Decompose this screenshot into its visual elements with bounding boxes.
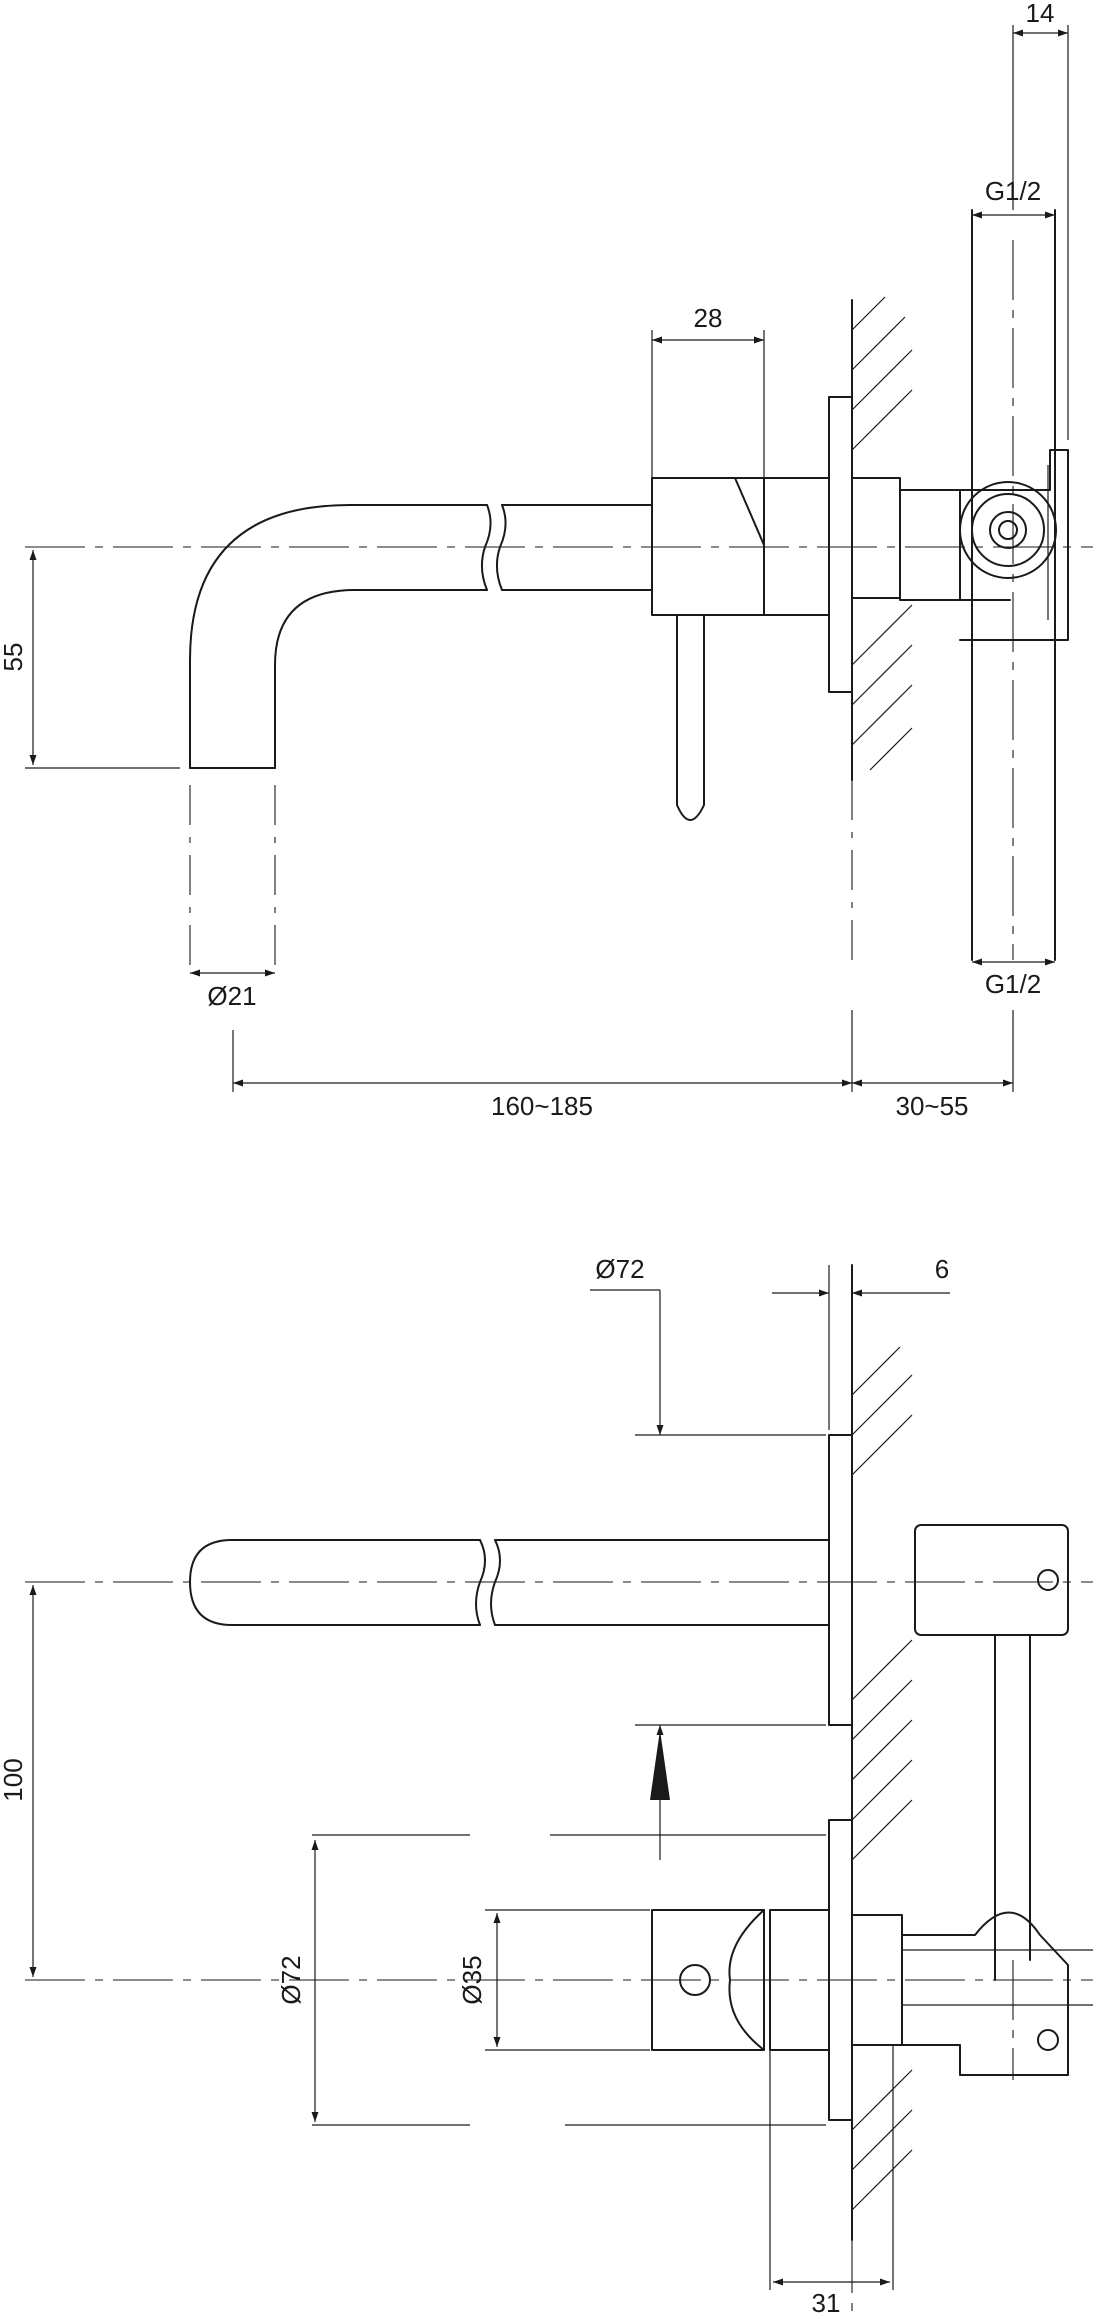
top-view: 14 G1/2 G1/2 28 55 Ø21 <box>0 0 1093 1121</box>
dim-g12-top-label: G1/2 <box>985 176 1041 206</box>
dim-d72-top: Ø72 <box>590 1254 826 1860</box>
cover-plate-bottom <box>828 1434 853 2121</box>
dim-55-label: 55 <box>0 643 28 672</box>
spout-top <box>189 504 653 965</box>
dim-28: 28 <box>651 303 765 478</box>
dim-100-label: 100 <box>0 1758 28 1801</box>
dim-g12-bottom: G1/2 <box>972 958 1055 999</box>
dim-160-185-label: 160~185 <box>491 1091 593 1121</box>
dim-d72-side-label: Ø72 <box>276 1955 306 2004</box>
dim-14-label: 14 <box>1026 0 1055 28</box>
dim-31-label: 31 <box>812 2288 841 2314</box>
dim-d35: Ø35 <box>457 1909 650 2051</box>
dim-d35-label: Ø35 <box>457 1955 487 2004</box>
mixer-body-top <box>651 396 901 821</box>
lower-mixer-bottom <box>651 1909 1093 2076</box>
upper-fitting-bottom <box>914 1524 1069 1981</box>
dim-d72-side: Ø72 <box>276 1834 826 2126</box>
dim-6-label: 6 <box>935 1254 949 1284</box>
dim-14: 14 <box>1012 0 1069 440</box>
dim-31: 31 <box>769 2045 894 2314</box>
dim-6: 6 <box>772 1254 950 1430</box>
dim-160-185: 160~185 <box>232 1010 1014 1121</box>
supply-pipes-top <box>971 209 1056 961</box>
dim-d21: Ø21 <box>190 969 275 1011</box>
dim-g12-top: G1/2 <box>972 176 1055 219</box>
dim-30-55-label: 30~55 <box>895 1091 968 1121</box>
dim-100: 100 <box>0 1585 37 1977</box>
dim-28-label: 28 <box>694 303 723 333</box>
wall-bottom <box>851 1264 913 2241</box>
dim-g12-bottom-label: G1/2 <box>985 969 1041 999</box>
wall-top <box>851 296 913 960</box>
dim-d72-top-label: Ø72 <box>595 1254 644 1284</box>
dim-d21-label: Ø21 <box>207 981 256 1011</box>
dim-55: 55 <box>0 550 37 765</box>
bottom-view: Ø72 6 100 Ø72 Ø35 <box>0 1254 1093 2314</box>
dim-30-55: 30~55 <box>852 1079 1013 1121</box>
valve-body-top <box>899 449 1069 641</box>
